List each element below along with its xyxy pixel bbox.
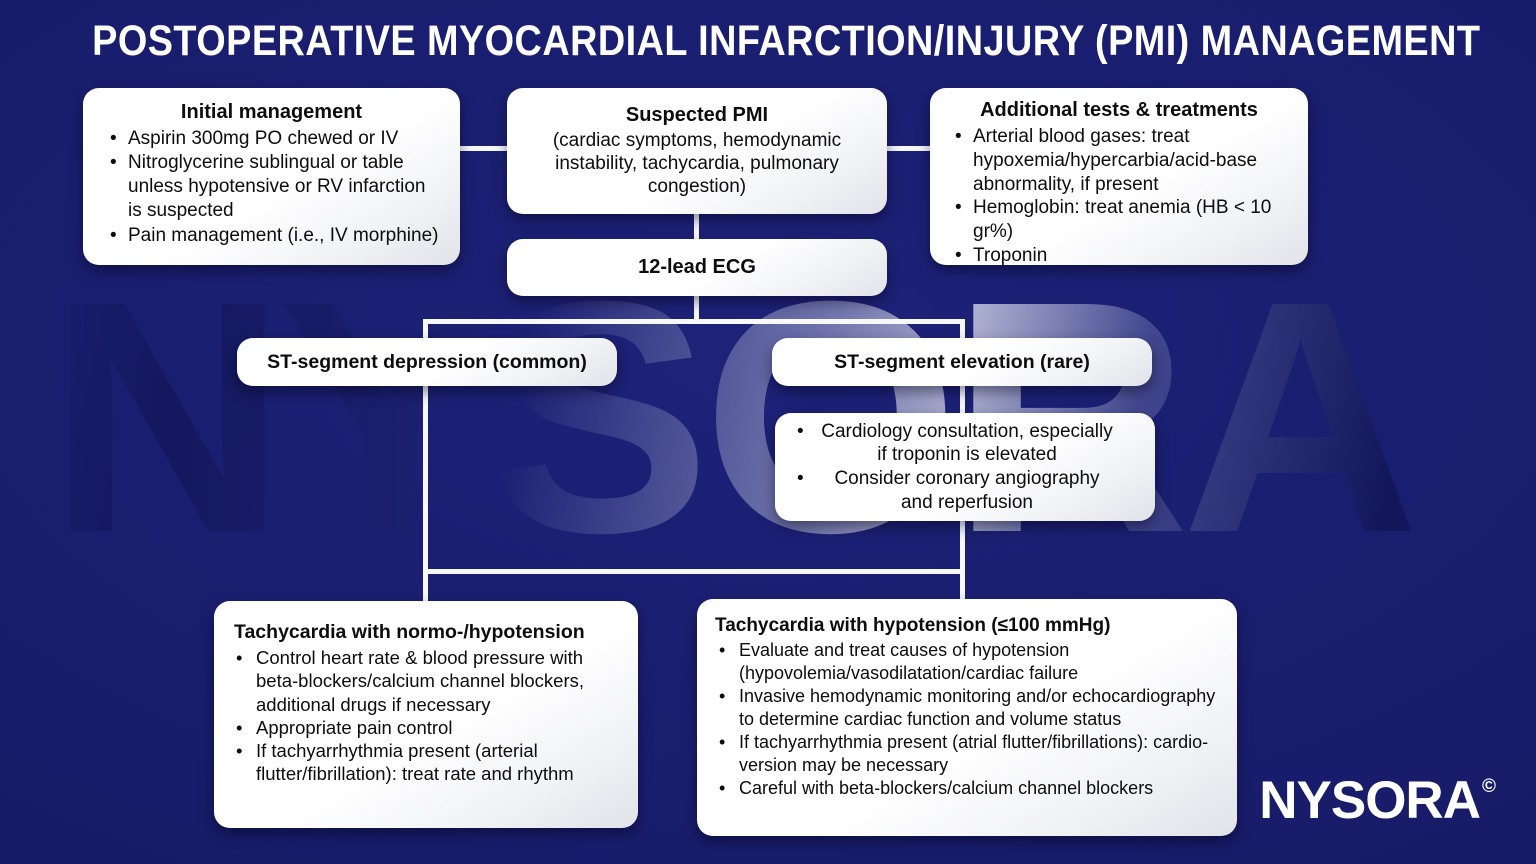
bullet-icon: • [955, 197, 962, 219]
bullet-icon: • [797, 468, 804, 489]
bullet-icon: • [236, 647, 243, 668]
tachy-normo-title: Tachycardia with normo-/hypotension [234, 621, 585, 643]
list-item-text: Cardiology consultation, especially if t… [821, 420, 1113, 466]
ecg-title: 12-lead ECG [638, 256, 756, 278]
bullet-icon: • [719, 778, 726, 799]
connector-initial-to-suspected [460, 146, 508, 151]
list-item: • Consider coronary angiography and reper… [787, 467, 1143, 514]
bullet-icon: • [110, 128, 117, 149]
list-item-text: Invasive hemodynamic monitoring and/or e… [739, 686, 1216, 730]
box-st-depression: ST-segment depression (common) [237, 338, 617, 386]
connector-bottom-horizontal [423, 569, 965, 574]
bullet-icon: • [955, 126, 962, 147]
list-item: • If tachyarrhythmia present (arterial fl… [228, 739, 624, 786]
connector-elevation-to-cardiology [960, 384, 965, 415]
bullet-icon: • [110, 152, 117, 174]
list-item: • Pain management (i.e., IV morphine) [97, 224, 446, 248]
st-elevation-title: ST-segment elevation (rare) [834, 350, 1090, 373]
list-item-text: If tachyarrhythmia present (arterial flu… [256, 740, 574, 785]
connector-depression-down [423, 384, 428, 602]
box-cardiology-consultation: • Cardiology consultation, especially if … [775, 413, 1155, 521]
box-st-elevation: ST-segment elevation (rare) [772, 338, 1152, 386]
list-item: • Control heart rate & blood pressure wit… [228, 646, 624, 716]
bullet-icon: • [797, 420, 804, 442]
bullet-icon: • [110, 224, 117, 246]
list-item-text: Evaluate and treat causes of hypotension… [739, 640, 1079, 684]
list-item-text: Aspirin 300mg PO chewed or IV [128, 128, 399, 149]
connector-suspected-to-additional [886, 146, 931, 151]
box-initial-management: Initial management • Aspirin 300mg PO che… [83, 88, 460, 265]
bullet-icon: • [955, 244, 962, 266]
st-depression-title: ST-segment depression (common) [267, 350, 587, 373]
additional-tests-title: Additional tests & treatments [980, 99, 1258, 121]
list-item-text: Troponin [973, 244, 1048, 266]
list-item: • Hemoglobin: treat anemia (HB < 10 gr%) [942, 196, 1296, 244]
suspected-pmi-subtitle: (cardiac symptoms, hemodynamic instabili… [552, 129, 842, 198]
box-suspected-pmi: Suspected PMI (cardiac symptoms, hemodyn… [507, 88, 887, 214]
box-tachycardia-normo-hypotension: Tachycardia with normo-/hypotension • Con… [214, 601, 638, 828]
page-title: POSTOPERATIVE MYOCARDIAL INFARCTION/INJU… [92, 17, 1481, 65]
list-item-text: Careful with beta-blockers/calcium chann… [739, 778, 1154, 799]
connector-ecg-down [694, 294, 699, 324]
nysora-logo-text: NYSORA [1259, 771, 1481, 830]
tachy-hypo-title: Tachycardia with hypotension (≤100 mmHg) [715, 615, 1111, 636]
list-item: • If tachyarrhythmia present (atrial flut… [711, 731, 1223, 777]
watermark-copyright-icon: © [1407, 281, 1456, 353]
list-item: • Invasive hemodynamic monitoring and/or … [711, 685, 1223, 731]
list-item-text: Arterial blood gases: treat hypoxemia/hy… [973, 126, 1258, 195]
list-item: • Nitroglycerine sublingual or table unle… [97, 151, 446, 223]
list-item: • Arterial blood gases: treat hypoxemia/h… [942, 125, 1296, 196]
list-item: • Aspirin 300mg PO chewed or IV [97, 127, 446, 151]
list-item: • Evaluate and treat causes of hypotensio… [711, 639, 1223, 685]
list-item-text: Control heart rate & blood pressure with… [256, 647, 585, 715]
connector-branch-horizontal [423, 319, 965, 324]
connector-cardiology-down [960, 519, 965, 602]
bullet-icon: • [719, 686, 726, 707]
bullet-icon: • [719, 640, 726, 660]
nysora-background-watermark: NYSORA© [48, 252, 1459, 582]
box-additional-tests: Additional tests & treatments • Arterial … [930, 88, 1308, 268]
box-12-lead-ecg: 12-lead ECG [507, 239, 887, 296]
list-item-text: Nitroglycerine sublingual or table unles… [128, 152, 426, 222]
list-item: • Troponin [942, 244, 1296, 268]
bullet-icon: • [236, 740, 243, 762]
list-item-text: Consider coronary angiography and reperf… [834, 468, 1100, 513]
list-item-text: Pain management (i.e., IV morphine) [128, 224, 439, 246]
initial-management-title: Initial management [180, 101, 363, 123]
nysora-logo-copyright-icon: © [1482, 776, 1496, 797]
list-item-text: Appropriate pain control [256, 716, 453, 738]
connector-branch-left-drop [423, 319, 428, 340]
nysora-logo: NYSORA© [1259, 770, 1496, 831]
list-item: • Cardiology consultation, especially if … [787, 420, 1143, 467]
bullet-icon: • [236, 716, 243, 738]
bullet-icon: • [719, 732, 726, 753]
box-tachycardia-hypotension: Tachycardia with hypotension (≤100 mmHg)… [697, 599, 1237, 836]
list-item: • Careful with beta-blockers/calcium chan… [711, 777, 1223, 800]
list-item-text: Hemoglobin: treat anemia (HB < 10 gr%) [973, 197, 1272, 242]
list-item-text: If tachyarrhythmia present (atrial flutt… [739, 732, 1209, 776]
connector-suspected-to-ecg [694, 212, 699, 241]
connector-branch-right-drop [960, 319, 965, 340]
list-item: • Appropriate pain control [228, 716, 624, 739]
suspected-pmi-title: Suspected PMI [625, 103, 769, 126]
